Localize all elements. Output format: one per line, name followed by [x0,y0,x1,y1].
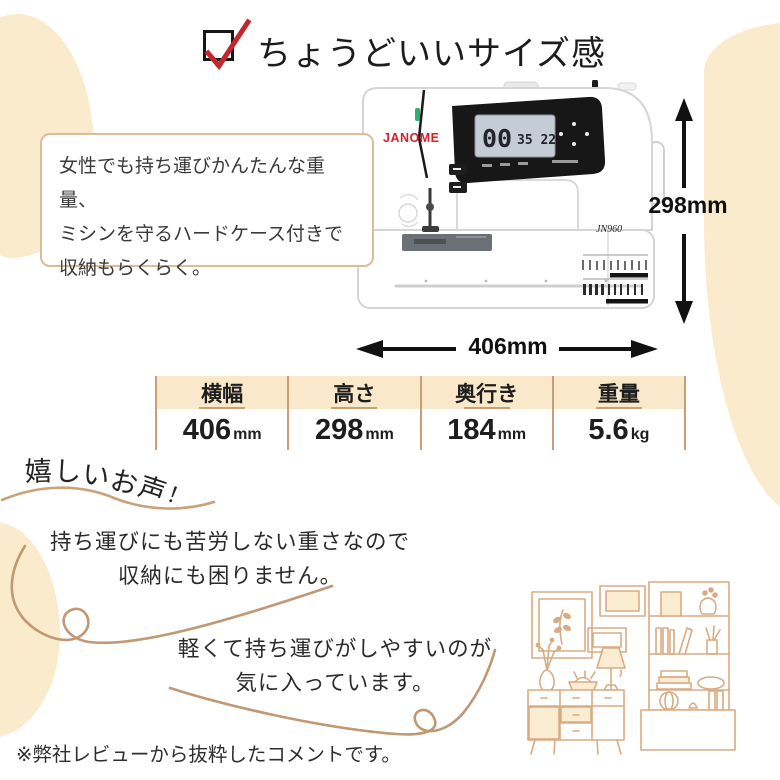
spec-value: 184 mm [421,409,552,450]
review-quote-2: 軽くて持ち運びがしやすいのが 気に入っています。 [177,637,493,695]
janome-logo-text: JANOME [383,131,439,145]
feature-note-box: 女性でも持ち運びかんたんな重量、 ミシンを守るハードケース付きで 収納もらくらく… [40,133,374,279]
width-dimension-arrow [356,340,658,358]
lcd-sub-digits: 35 22 [517,133,556,148]
spec-value: 5.6 kg [553,409,684,450]
spec-header: 高さ [289,376,420,409]
spec-col-weight: 重量 5.6 kg [553,376,686,450]
furniture-illustration [527,581,736,755]
basket [568,670,598,693]
decor-swirl-right [168,648,497,736]
sewing-machine-illustration: 00 35 22 JANOME JN960 [357,80,665,309]
spec-header: 重量 [553,376,684,409]
feature-note-line: 収納もらくらく。 [59,258,212,279]
feature-note-line: 女性でも持ち運びかんたんな重量、 [59,156,326,211]
width-dimension-label: 406mm [468,333,548,359]
lcd-main-digits: 00 [482,124,512,153]
review-quote-1: 持ち運びにも苦労しない重さなので 収納にも困りません。 [49,530,410,588]
tension-indicator [415,108,420,121]
red-check-icon [204,18,252,70]
table-lamp [596,647,626,691]
lcd-display [474,114,556,158]
stitch-chart-row2 [583,284,643,295]
thread-guide [417,89,429,179]
decor-blob-right [704,22,780,518]
decor-swirl-left [10,544,334,645]
spec-col-height: 高さ 298 mm [289,376,422,450]
spec-header: 奥行き [421,376,552,409]
height-dimension-label: 298mm [648,192,728,218]
picture-frame-small-1 [599,585,646,617]
spec-table: 横幅 406 mm 高さ 298 mm 奥行き 184 mm 重量 5.6 k [155,376,686,450]
footnote-text: ※弊社レビューから抜粋したコメントです。 [16,744,401,766]
flower-vase [535,637,562,691]
spec-col-width: 横幅 406 mm [157,376,290,450]
picture-frame-large [531,591,593,659]
machine-model-label: JN960 [596,224,622,235]
needle-plate [402,234,492,251]
spec-value: 406 mm [157,409,288,450]
stitch-chart [582,260,647,270]
spec-col-depth: 奥行き 184 mm [421,376,554,450]
sideboard-cabinet [527,689,625,755]
page-title: ちょうどいいサイズ感 [257,35,606,73]
spec-value: 298 mm [289,409,420,450]
feature-note-line: ミシンを守るハードケース付きで [59,224,344,245]
spec-header: 横幅 [157,376,288,409]
bookshelf [640,581,736,751]
heading-underline-squiggle [0,486,216,510]
height-dimension-arrow [675,98,693,324]
presser-foot [422,226,439,232]
